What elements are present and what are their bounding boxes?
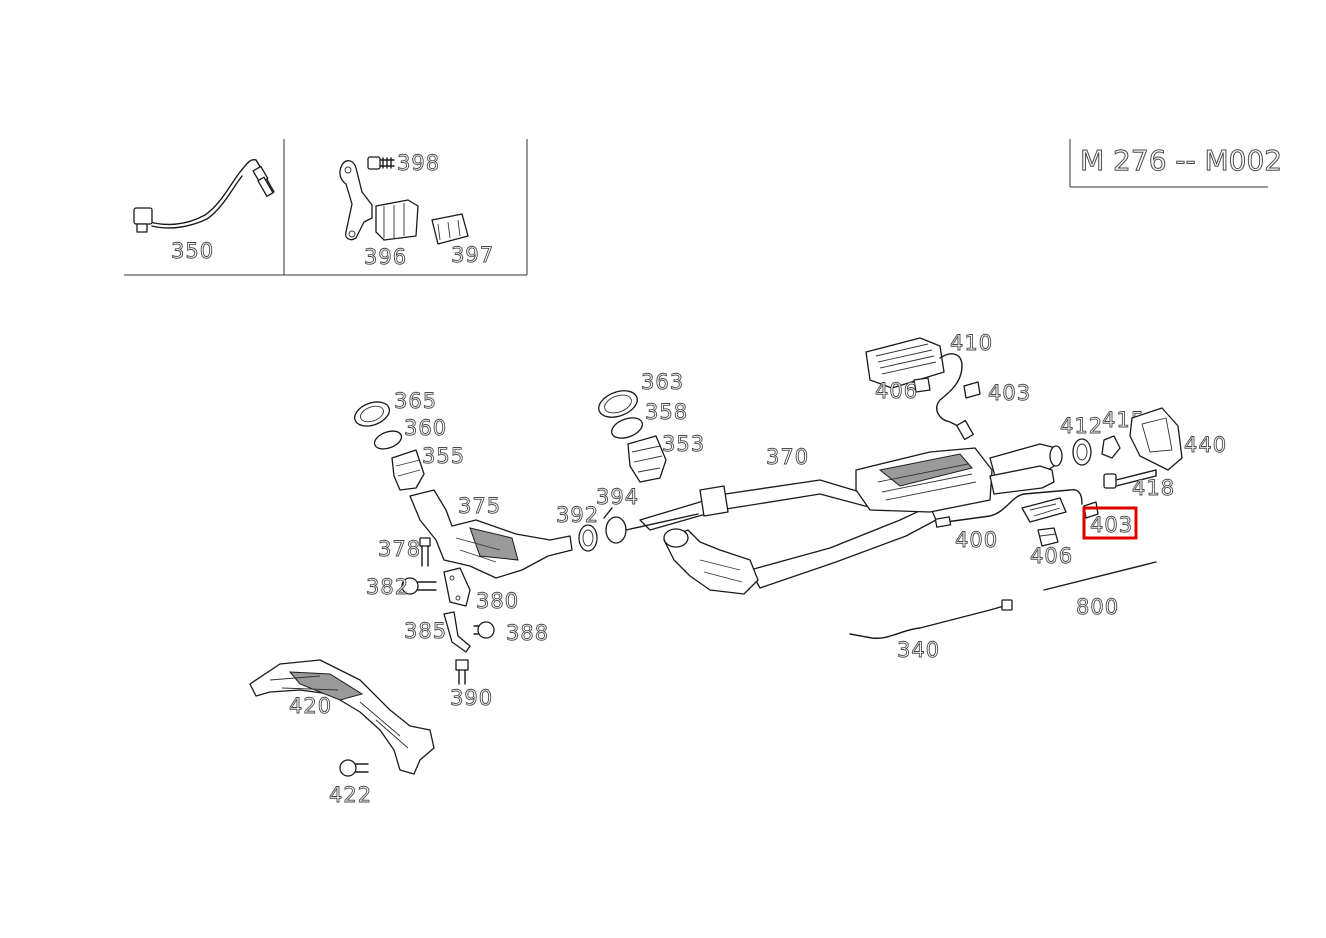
exhaust-pipe-370-icon[interactable] [639, 443, 1063, 589]
nut-406a-icon[interactable] [913, 377, 931, 393]
label-410[interactable]: 410 [950, 331, 993, 356]
bolt-388-icon[interactable] [473, 621, 495, 639]
nut-406b-icon[interactable] [1037, 527, 1059, 547]
bolt-382-icon[interactable] [401, 577, 437, 595]
bracket-385-icon[interactable] [443, 611, 471, 653]
label-388[interactable]: 388 [506, 621, 549, 646]
catalytic-converter-375-icon[interactable] [409, 489, 573, 579]
clip-403a-icon[interactable] [963, 381, 981, 399]
label-406a[interactable]: 406 [875, 379, 918, 404]
bolt-390-icon[interactable] [455, 659, 469, 685]
bolt-418-icon[interactable] [1103, 469, 1157, 489]
model-code-box: M 276 -- M002 [1069, 139, 1283, 188]
label-385[interactable]: 385 [404, 619, 447, 644]
sleeve-412-icon[interactable] [1072, 438, 1092, 466]
label-365[interactable]: 365 [394, 389, 437, 414]
flange-355-icon[interactable] [391, 449, 425, 491]
label-412[interactable]: 412 [1060, 414, 1103, 439]
label-360[interactable]: 360 [404, 416, 447, 441]
bolt-398-icon[interactable] [367, 156, 395, 170]
label-390[interactable]: 390 [450, 686, 493, 711]
label-403b[interactable]: 403 [1090, 513, 1133, 538]
oxygen-sensor-350-icon[interactable] [133, 158, 275, 233]
label-353[interactable]: 353 [662, 432, 705, 457]
label-420[interactable]: 420 [289, 694, 332, 719]
label-358[interactable]: 358 [645, 400, 688, 425]
label-440[interactable]: 440 [1184, 433, 1227, 458]
label-422[interactable]: 422 [329, 783, 372, 808]
label-350[interactable]: 350 [171, 239, 214, 264]
gasket-363-icon[interactable] [595, 386, 641, 422]
label-403a[interactable]: 403 [988, 381, 1031, 406]
bolt-378-icon[interactable] [419, 537, 431, 567]
model-code: M 276 -- M002 [1080, 144, 1282, 177]
cable-tie-800-icon[interactable] [1043, 561, 1157, 591]
bolt-422-icon[interactable] [339, 759, 369, 777]
ring-360-icon[interactable] [372, 428, 404, 453]
rubber-mount-397-icon[interactable] [431, 213, 469, 245]
label-382[interactable]: 382 [366, 575, 409, 600]
bracket-380-icon[interactable] [443, 567, 471, 607]
heat-shield-440-icon[interactable] [1129, 407, 1183, 471]
label-398[interactable]: 398 [397, 151, 440, 176]
label-400[interactable]: 400 [955, 528, 998, 553]
label-800[interactable]: 800 [1076, 595, 1119, 620]
control-unit-410-icon[interactable] [865, 337, 974, 441]
bracket-396-icon[interactable] [339, 160, 419, 241]
label-378[interactable]: 378 [378, 537, 421, 562]
label-340[interactable]: 340 [897, 638, 940, 663]
label-375[interactable]: 375 [458, 494, 501, 519]
highlight-403-box [1082, 506, 1138, 540]
label-370[interactable]: 370 [766, 445, 809, 470]
label-392[interactable]: 392 [556, 503, 599, 528]
heat-shield-420-icon[interactable] [249, 659, 435, 775]
label-396[interactable]: 396 [364, 245, 407, 270]
label-355[interactable]: 355 [422, 444, 465, 469]
label-418[interactable]: 418 [1132, 476, 1175, 501]
label-397[interactable]: 397 [451, 243, 494, 268]
clamp-392-icon[interactable] [578, 524, 598, 552]
label-394[interactable]: 394 [596, 485, 639, 510]
ring-358-icon[interactable] [609, 414, 645, 442]
sensor-wire-340-icon[interactable] [849, 599, 1013, 639]
gasket-365-icon[interactable] [351, 398, 392, 431]
catalytic-converter-right-icon[interactable] [663, 528, 759, 595]
oxygen-sensor-400-icon[interactable] [934, 489, 1083, 528]
label-406b[interactable]: 406 [1030, 544, 1073, 569]
inset-panel: 350 398 396 397 [124, 139, 528, 276]
clamp-394-icon[interactable] [603, 507, 699, 544]
label-363[interactable]: 363 [641, 370, 684, 395]
label-380[interactable]: 380 [476, 589, 519, 614]
clamp-415-icon[interactable] [1101, 435, 1121, 459]
flange-353-icon[interactable] [627, 435, 667, 483]
